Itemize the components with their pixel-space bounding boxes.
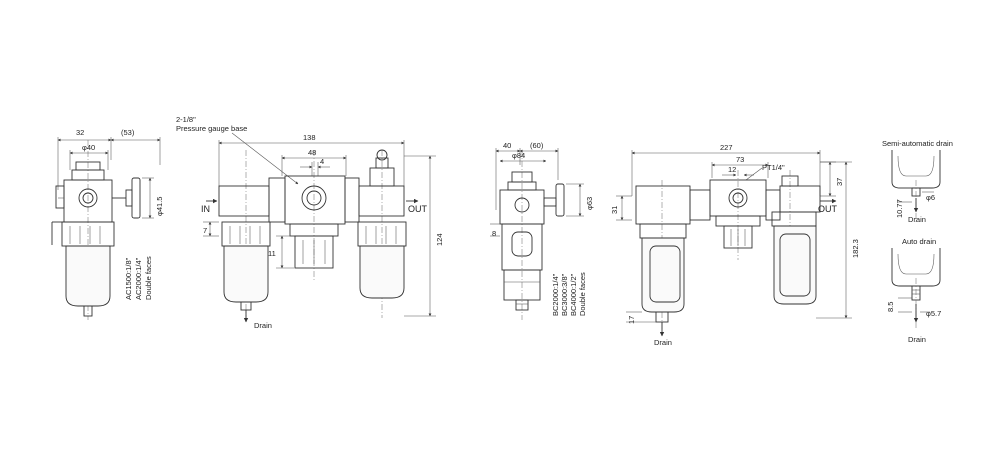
auto-drain-title: Auto drain: [902, 237, 936, 246]
label-out-bc: OUT: [818, 204, 838, 214]
model-ac1500: AC1500:1/8": [124, 257, 133, 300]
dim-37: 37: [835, 178, 844, 186]
model-bc4000: BC4000:1/2": [569, 273, 578, 316]
dim-60-bc: (60): [530, 141, 544, 150]
detail-auto-drain: Auto drain 8.5 φ5.7 Drain: [886, 237, 941, 344]
model-double-faces: Double faces: [144, 256, 153, 300]
dim-138: 138: [303, 133, 316, 142]
model-ac2000: AC2000:1/4": [134, 257, 143, 300]
semi-10-77: 10.77: [895, 199, 904, 218]
model-bc-double-faces: Double faces: [578, 272, 587, 316]
dim-227: 227: [720, 143, 733, 152]
dim-8: 8: [492, 229, 496, 238]
label-out: OUT: [408, 204, 428, 214]
dim-phi40: φ40: [82, 143, 95, 152]
label-in: IN: [201, 204, 210, 214]
gauge-base-label: Pressure gauge base: [176, 124, 247, 133]
dim-48: 48: [308, 148, 316, 157]
semi-drain-label: Drain: [908, 215, 926, 224]
dim-124: 124: [435, 233, 444, 246]
dim-4: 4: [320, 157, 324, 166]
semi-phi6: φ6: [926, 193, 935, 202]
dim-32: 32: [76, 128, 84, 137]
dim-phi41-5: φ41.5: [155, 197, 164, 216]
view-bc-side: 40 (60) φ84 φ63 8 BC2000:1/4" BC3000:3/8…: [490, 141, 594, 320]
dim-17: 17: [627, 316, 636, 324]
dim-40-bc: 40: [503, 141, 511, 150]
dim-53: (53): [121, 128, 135, 137]
dim-7: 7: [203, 226, 207, 235]
semi-auto-title: Semi-automatic drain: [882, 139, 953, 148]
dim-12: 12: [728, 165, 736, 174]
auto-8-5: 8.5: [886, 302, 895, 312]
auto-phi5-7: φ5.7: [926, 309, 941, 318]
dim-phi84: φ84: [512, 151, 525, 160]
dim-31: 31: [610, 206, 619, 214]
view-ac-side: 32 (53) φ40 φ41.5 AC1500: [51, 128, 164, 320]
label-drain-front: Drain: [254, 321, 272, 330]
dim-73: 73: [736, 155, 744, 164]
model-bc2000: BC2000:1/4": [551, 273, 560, 316]
port-pt14: PT1/4": [762, 163, 785, 172]
view-bc-front: 227 73 PT1/4" 12 37 31: [610, 143, 860, 347]
auto-drain-label: Drain: [908, 335, 926, 344]
dim-11: 11: [268, 249, 276, 258]
view-frl-front: 2-1/8" Pressure gauge base 138 48 4: [176, 115, 444, 330]
dim-phi63: φ63: [585, 197, 594, 210]
dim-182-3: 182.3: [851, 239, 860, 258]
gauge-port-size: 2-1/8": [176, 115, 196, 124]
label-drain-bc: Drain: [654, 338, 672, 347]
model-bc3000: BC3000:3/8": [560, 273, 569, 316]
detail-semi-automatic-drain: Semi-automatic drain φ6 10.77 Drain: [882, 139, 953, 224]
